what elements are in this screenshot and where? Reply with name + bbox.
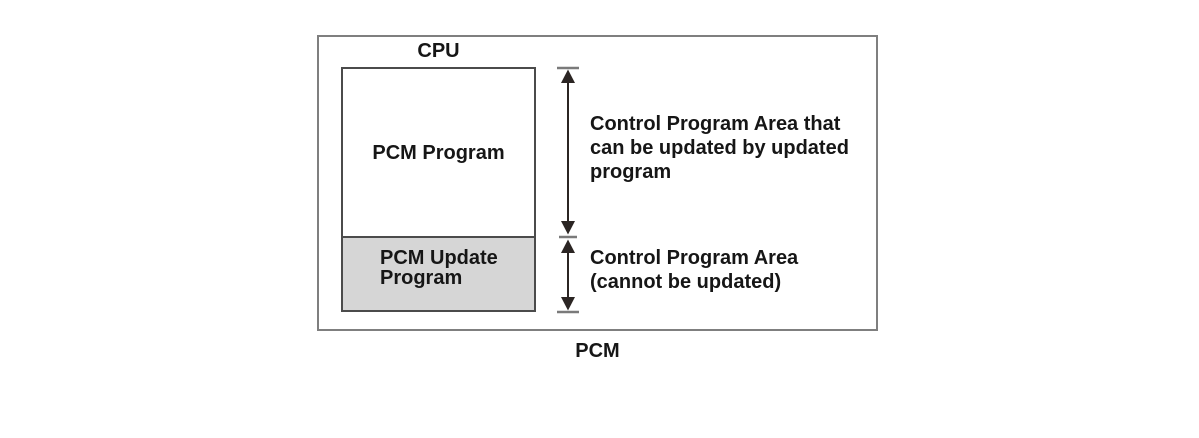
pcm-update-program-label: PCM Update Program (380, 247, 498, 289)
span-arrows-graphic (557, 66, 579, 314)
annotation-updatable-area: Control Program Area that can be updated… (590, 113, 849, 183)
cpu-inner-box: PCM Program PCM Update Program (341, 67, 536, 312)
pcm-program-area: PCM Program (343, 69, 534, 236)
annotation-non-updatable-area: Control Program Area (cannot be updated) (590, 247, 799, 293)
pcm-update-program-area: PCM Update Program (343, 236, 534, 310)
updatable-span-arrow-icon (557, 66, 579, 239)
pcm-program-label: PCM Program (372, 141, 505, 164)
pcm-label: PCM (575, 340, 620, 362)
non-updatable-span-arrow-icon (557, 239, 579, 314)
cpu-label: CPU (417, 40, 460, 62)
